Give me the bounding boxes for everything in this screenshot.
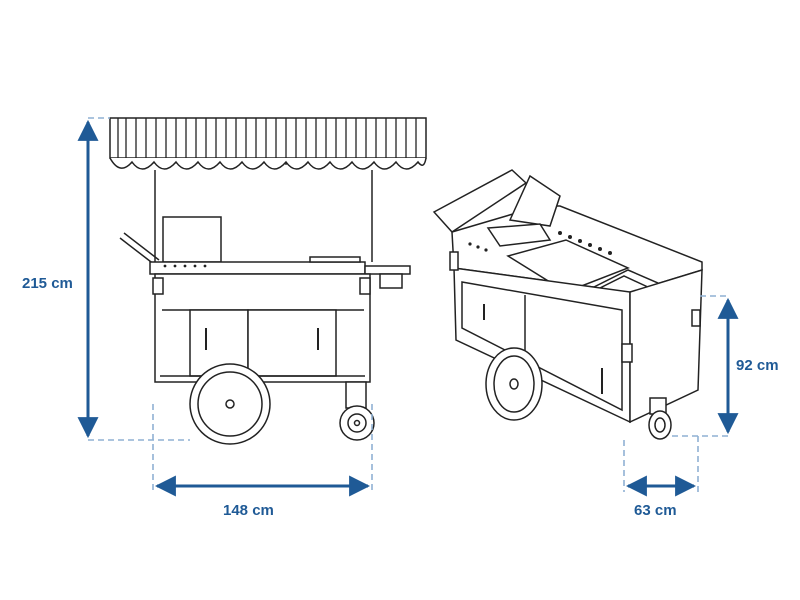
push-handle bbox=[119, 232, 160, 266]
front-view-cart bbox=[109, 117, 427, 445]
perspective-view-cart bbox=[432, 169, 703, 440]
dimension-lines bbox=[77, 117, 739, 497]
sink-basin bbox=[486, 223, 552, 247]
caster-wheel-front bbox=[339, 381, 375, 441]
cabinet-door-right bbox=[247, 309, 337, 377]
cart-side-face bbox=[629, 268, 703, 424]
length-label: 148 cm bbox=[223, 502, 274, 519]
width-label: 63 cm bbox=[634, 502, 677, 519]
large-wheel-front bbox=[189, 363, 271, 445]
height-total-label: 215 cm bbox=[22, 275, 73, 292]
side-basin bbox=[379, 273, 403, 289]
display-box bbox=[162, 216, 222, 263]
large-wheel-perspective bbox=[485, 347, 543, 421]
height-body-label: 92 cm bbox=[736, 357, 779, 374]
caster-wheel-perspective bbox=[648, 397, 672, 440]
awning bbox=[109, 117, 427, 170]
control-knobs bbox=[468, 231, 612, 255]
counter-top bbox=[149, 261, 366, 275]
cart-front-face bbox=[453, 267, 631, 424]
